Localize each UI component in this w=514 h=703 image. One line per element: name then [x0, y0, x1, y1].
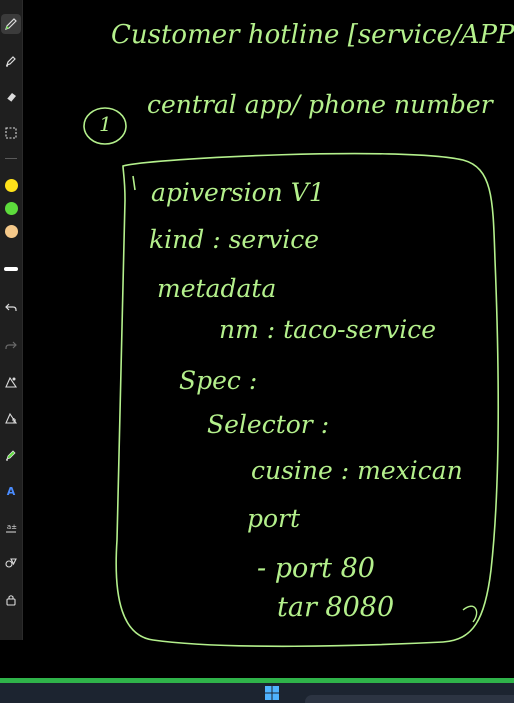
ink-strokes — [83, 107, 500, 648]
lock-icon — [6, 595, 16, 606]
yellow-swatch — [4, 178, 18, 192]
pen-icon — [5, 18, 17, 30]
shapes-button[interactable] — [1, 553, 21, 573]
yaml-line-target-8080: tar 8080 — [277, 592, 395, 623]
start-button[interactable] — [258, 685, 286, 703]
ink-to-math-button[interactable]: a ± — [1, 517, 21, 537]
ink-to-shape-button[interactable] — [1, 372, 21, 392]
color-green-button[interactable] — [1, 198, 21, 218]
subheading-ink: central app/ phone number — [147, 90, 493, 119]
dashed-select-icon — [5, 127, 17, 139]
svg-text:A: A — [7, 485, 16, 498]
yaml-line-cuisine: cusine : mexican — [251, 456, 463, 485]
number-one-ink: 1 — [99, 112, 112, 136]
math-icon: a ± — [6, 523, 17, 533]
green-swatch — [4, 201, 18, 215]
stroke-width-icon — [4, 267, 18, 271]
eraser-tool-button[interactable] — [1, 87, 21, 107]
lasso-select-button[interactable] — [1, 123, 21, 143]
color-peach-button[interactable] — [1, 221, 21, 241]
active-window-accent-bar — [0, 678, 514, 683]
toolbar-divider — [5, 158, 17, 159]
number-circle-stroke — [83, 107, 127, 145]
redo-icon — [5, 341, 17, 349]
shapes-icon — [5, 558, 17, 568]
yaml-line-kind: kind : service — [149, 225, 320, 254]
yaml-line-apiversion: apiversion V1 — [151, 178, 325, 207]
svg-text:a: a — [7, 523, 11, 531]
windows-logo-icon — [265, 686, 279, 700]
yaml-line-metadata: metadata — [157, 274, 277, 303]
yaml-line-port: port — [247, 504, 301, 533]
yaml-line-port-80: - port 80 — [257, 553, 375, 584]
yaml-line-selector: Selector : — [207, 410, 330, 439]
taskbar-search-box[interactable] — [305, 695, 514, 703]
stroke-width-button[interactable] — [1, 259, 21, 279]
color-yellow-button[interactable] — [1, 175, 21, 195]
svg-text:±: ± — [11, 523, 17, 531]
highlighter-tool-button[interactable] — [1, 51, 21, 71]
undo-icon — [5, 303, 17, 311]
ink-to-shape-icon — [5, 376, 18, 388]
redo-button[interactable] — [1, 335, 21, 355]
ink-to-text-icon — [5, 412, 18, 424]
peach-swatch — [4, 224, 18, 238]
text-style-button[interactable]: A — [1, 481, 21, 501]
lock-button[interactable] — [1, 590, 21, 610]
ink-action-button[interactable] — [1, 445, 21, 465]
heading-ink: Customer hotline [service/APP] — [111, 20, 514, 50]
yaml-box-stroke — [115, 152, 500, 648]
taskbar — [0, 683, 514, 703]
yaml-line-spec: Spec : — [179, 366, 258, 395]
box-tick-stroke — [132, 175, 136, 191]
drawing-canvas[interactable]: Customer hotline [service/APP] 1 central… — [23, 0, 514, 678]
yaml-line-name: nm : taco-service — [219, 315, 437, 344]
highlighter-icon — [6, 56, 16, 67]
eraser-icon — [6, 93, 16, 103]
pen-tool-button[interactable] — [1, 14, 21, 34]
tail-curl-stroke — [462, 605, 478, 623]
left-toolbar: A a ± — [0, 0, 23, 640]
letter-a-icon: A — [7, 485, 16, 498]
undo-button[interactable] — [1, 297, 21, 317]
ink-to-text-button[interactable] — [1, 408, 21, 428]
ink-pen-green-icon — [6, 450, 16, 461]
